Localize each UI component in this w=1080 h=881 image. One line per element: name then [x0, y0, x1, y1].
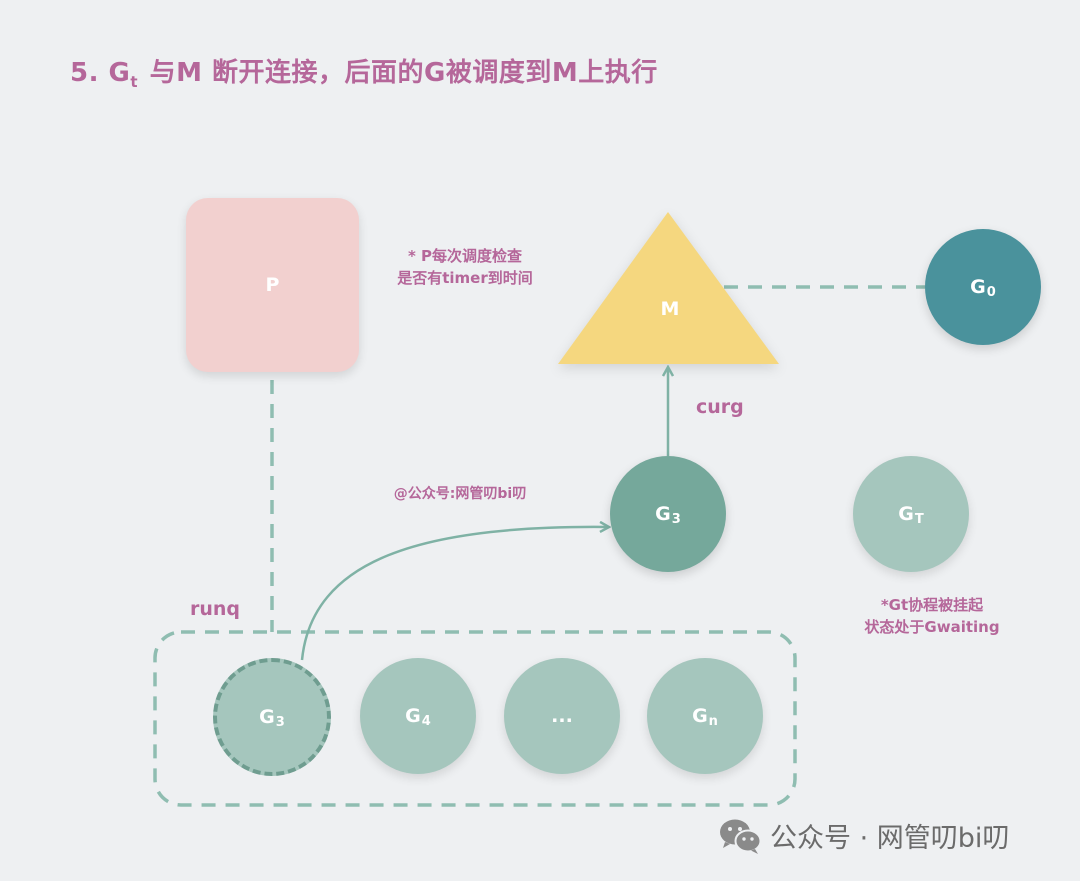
runq-container [153, 630, 797, 807]
wechat-icon [720, 819, 762, 854]
m-triangle [558, 212, 779, 364]
gt-note-line2: 状态处于Gwaiting [864, 618, 1000, 636]
p-processor-box: P [186, 198, 359, 372]
title-rest: 与M 断开连接，后面的G被调度到M上执行 [140, 58, 658, 88]
curg-label: curg [696, 396, 744, 418]
p-note-line2: 是否有timer到时间 [397, 269, 533, 287]
runq-g4-base: G [405, 705, 421, 727]
gt-label-base: G [898, 503, 914, 525]
gt-note: *Gt协程被挂起 状态处于Gwaiting [842, 594, 1022, 638]
page-title: 5. Gt 与M 断开连接，后面的G被调度到M上执行 [70, 52, 658, 91]
watermark-text: 公众号 · 网管叨bi叨 [770, 823, 1010, 854]
g0-label-sub: 0 [986, 284, 996, 300]
runq-ellipsis-base: ... [551, 705, 573, 727]
wechat-watermark: 公众号 · 网管叨bi叨 [718, 816, 1009, 855]
runq-gn-base: G [692, 705, 708, 727]
title-prefix: 5. G [70, 58, 131, 88]
g0-label-base: G [970, 276, 986, 298]
g3-running-label-sub: 3 [671, 511, 681, 527]
g3-running-label-base: G [655, 503, 671, 525]
m-label: M [660, 298, 680, 320]
runq-g3-sub: 3 [275, 714, 285, 730]
gt-note-line1: *Gt协程被挂起 [880, 596, 984, 614]
p-label: P [265, 274, 280, 296]
schedule-arrow [300, 527, 608, 661]
runq-label: runq [190, 598, 241, 620]
runq-gn-sub: n [708, 713, 718, 729]
inline-watermark: @公众号:网管叨bi叨 [393, 486, 527, 502]
runq-g4-sub: 4 [421, 713, 431, 729]
p-note-line1: * P每次调度检查 [407, 247, 523, 265]
runq-ellipsis-goroutine: ... [504, 658, 620, 774]
gt-label-sub: T [914, 511, 924, 527]
title-subscript: t [130, 73, 139, 91]
runq-g3-base: G [259, 706, 275, 728]
p-note: * P每次调度检查 是否有timer到时间 [380, 245, 550, 289]
